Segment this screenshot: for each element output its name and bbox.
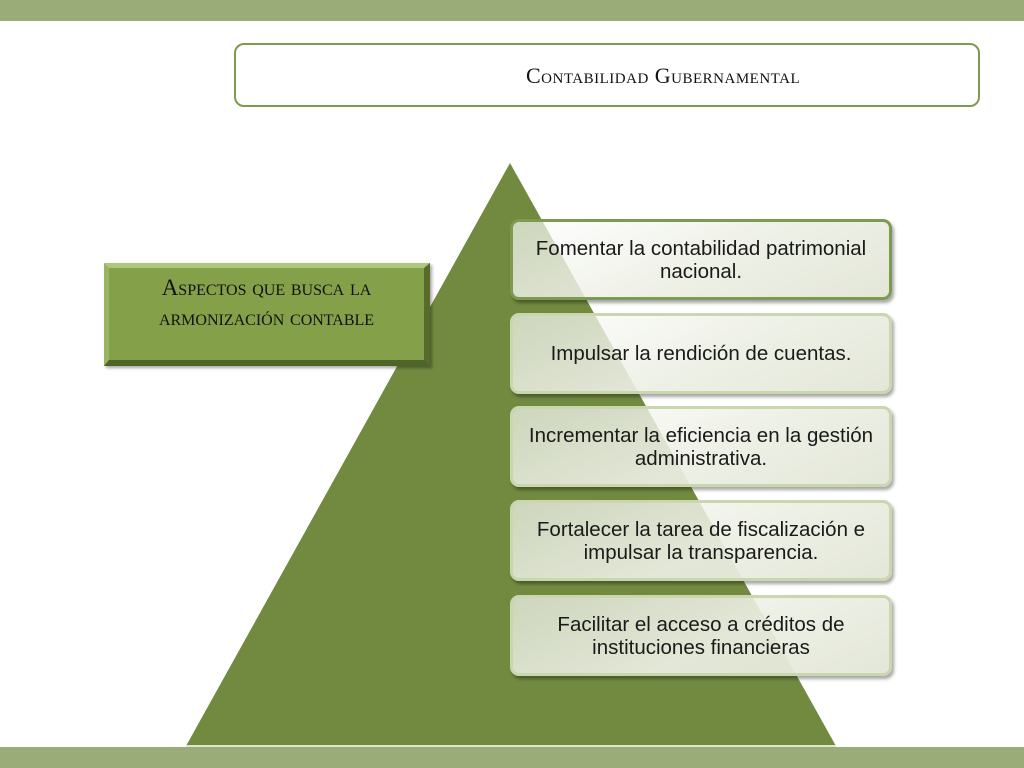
pyramid-item-5: Facilitar el acceso a créditos de instit… bbox=[510, 595, 892, 676]
pyramid-item-text: Fomentar la contabilidad patrimonial nac… bbox=[535, 236, 867, 283]
pyramid-item-text: Facilitar el acceso a créditos de instit… bbox=[557, 612, 845, 659]
pyramid-item-3: Incrementar la eficiencia en la gestión … bbox=[510, 406, 892, 487]
pyramid-item-text: Fortalecer la tarea de fiscalización e i… bbox=[536, 517, 866, 564]
bottom-accent-band bbox=[0, 747, 1024, 768]
pyramid-item-1: Fomentar la contabilidad patrimonial nac… bbox=[510, 219, 892, 300]
aspects-label: Aspectos que busca la armonización conta… bbox=[158, 275, 375, 330]
pyramid-item-2: Impulsar la rendición de cuentas. bbox=[510, 313, 892, 394]
pyramid-item-4: Fortalecer la tarea de fiscalización e i… bbox=[510, 500, 892, 581]
aspects-label-box: Aspectos que busca la armonización conta… bbox=[104, 263, 430, 366]
title-box: Contabilidad Gubernamental bbox=[234, 43, 980, 107]
top-accent-band bbox=[0, 0, 1024, 21]
pyramid-item-text: Impulsar la rendición de cuentas. bbox=[550, 342, 852, 365]
pyramid-item-text: Incrementar la eficiencia en la gestión … bbox=[528, 423, 874, 470]
page-title: Contabilidad Gubernamental bbox=[526, 63, 801, 88]
